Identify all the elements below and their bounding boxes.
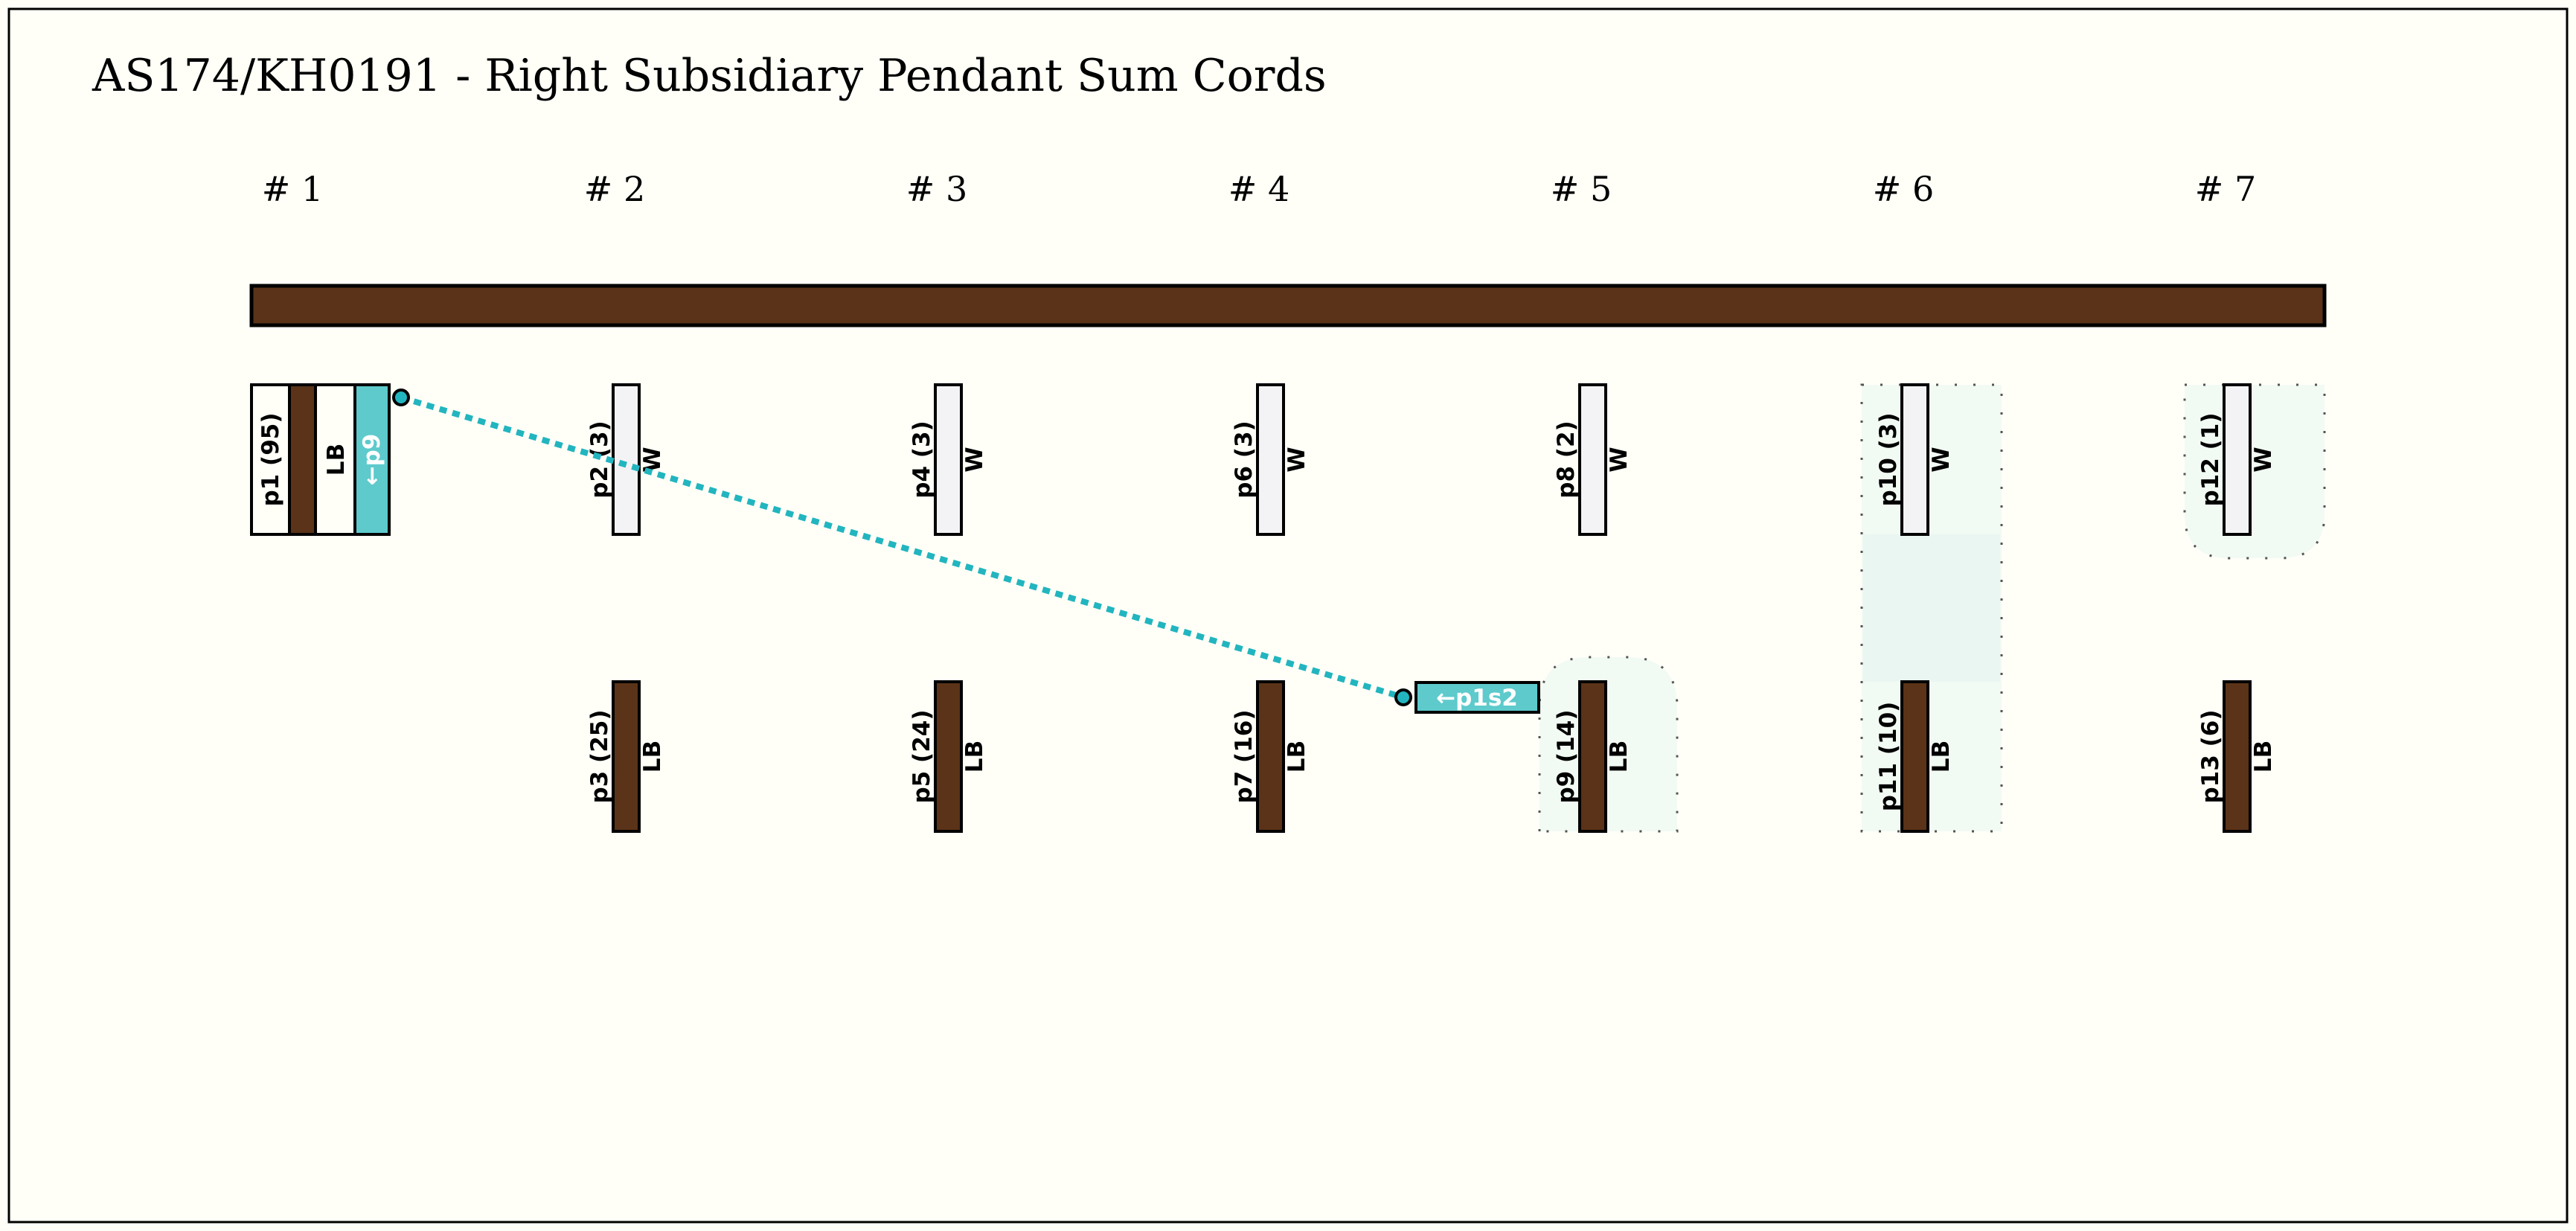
cord-color-code: W <box>1928 447 1955 472</box>
cord-color-code: LB <box>961 741 988 773</box>
cord-label: p8 (2) <box>1553 421 1580 498</box>
cord-label: p11 (10) <box>1875 702 1902 812</box>
group-label: # 3 <box>906 169 967 209</box>
pendant-cord <box>2223 680 2252 833</box>
sum-link-line <box>400 394 1405 700</box>
link-start-dot <box>392 389 410 406</box>
group-label: # 6 <box>1873 169 1934 209</box>
cord-color-code: LB <box>639 741 666 773</box>
cord-color-code: LB <box>1284 741 1310 773</box>
cord-label: p10 (3) <box>1875 412 1902 506</box>
highlight-band-group-6 <box>1863 534 2000 682</box>
pendant-cord <box>1256 383 1285 536</box>
summary-link-label: ←p9 <box>359 434 385 486</box>
diagram-title: AS174/KH0191 - Right Subsidiary Pendant … <box>92 50 1327 102</box>
group-label: # 2 <box>584 169 645 209</box>
cord-color-code: LB <box>1928 741 1955 773</box>
summary-cord-label: p1 (95) <box>257 412 284 506</box>
pendant-cord <box>1256 680 1285 833</box>
pendant-cord <box>934 383 963 536</box>
cord-label: p13 (6) <box>2197 709 2224 803</box>
cord-color-code: LB <box>1606 741 1633 773</box>
cord-label: p9 (14) <box>1553 709 1580 803</box>
group-label: # 1 <box>262 169 323 209</box>
highlight-region-p9 <box>1538 656 1679 833</box>
pendant-cord <box>612 680 641 833</box>
primary-cord <box>249 284 2327 327</box>
cord-label: p6 (3) <box>1231 421 1257 498</box>
pendant-cord <box>1900 680 1929 833</box>
summary-colorcode-cell <box>314 383 356 536</box>
group-label: # 7 <box>2195 169 2256 209</box>
cord-color-code: W <box>961 447 988 472</box>
cord-color-code: W <box>1284 447 1310 472</box>
pendant-cord <box>934 680 963 833</box>
pendant-cord <box>1578 680 1607 833</box>
cord-color-code: W <box>639 447 666 472</box>
cord-label: p3 (25) <box>586 709 613 803</box>
pendant-cord <box>612 383 641 536</box>
link-target-label: ←p1s2 <box>1436 685 1518 712</box>
summary-link-cell <box>353 383 391 536</box>
cord-color-code: W <box>1606 447 1633 472</box>
cord-label: p7 (16) <box>1231 709 1257 803</box>
summary-color-code: LB <box>323 444 350 476</box>
highlight-region-p12 <box>2183 383 2326 560</box>
cord-label: p5 (24) <box>909 709 935 803</box>
summary-cord-color <box>288 383 317 536</box>
pendant-cord <box>2223 383 2252 536</box>
group-label: # 5 <box>1551 169 1612 209</box>
link-end-dot <box>1394 688 1412 706</box>
cord-label: p4 (3) <box>909 421 935 498</box>
pendant-cord <box>1578 383 1607 536</box>
frame <box>7 7 2569 1224</box>
cord-label: p12 (1) <box>2197 412 2224 506</box>
cord-color-code: W <box>2250 447 2277 472</box>
link-target-box <box>1414 681 1540 714</box>
pendant-cord <box>1900 383 1929 536</box>
group-label: # 4 <box>1228 169 1289 209</box>
cord-color-code: LB <box>2250 741 2277 773</box>
